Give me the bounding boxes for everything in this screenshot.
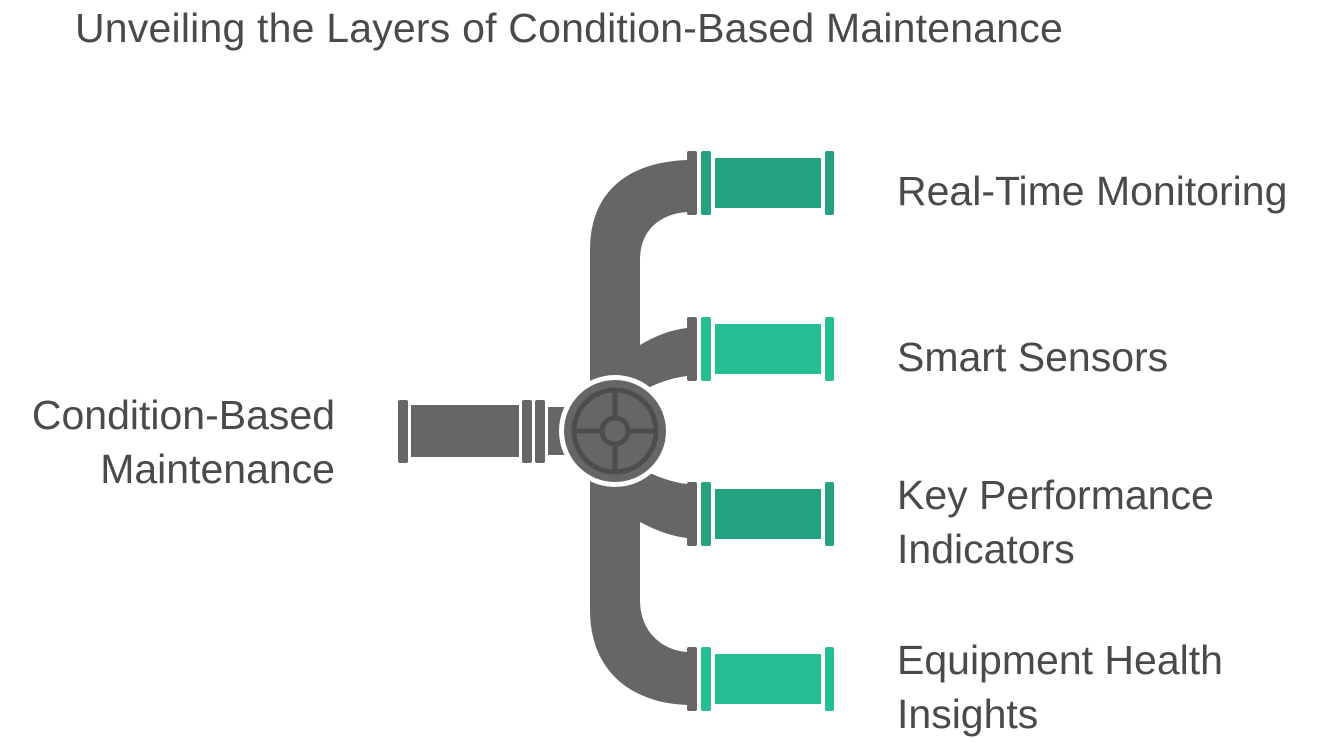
branch-label-4: Equipment Health Insights — [897, 633, 1223, 741]
branch-pipe-4 — [687, 647, 834, 711]
branch-pipe-3 — [687, 482, 834, 546]
branch-label-3-line1: Key Performance — [897, 472, 1214, 518]
source-label-line1: Condition-Based — [31, 392, 335, 438]
source-label: Condition-Based Maintenance — [32, 388, 335, 496]
branch-label-1-text: Real-Time Monitoring — [897, 168, 1288, 214]
branch-label-2: Smart Sensors — [897, 330, 1168, 384]
branch-label-4-line2: Insights — [897, 691, 1039, 737]
diagram-title: Unveiling the Layers of Condition-Based … — [75, 5, 1063, 51]
source-label-line2: Maintenance — [100, 446, 335, 492]
branch-label-4-line1: Equipment Health — [897, 637, 1223, 683]
valve-wheel-icon — [559, 375, 671, 487]
branch-pipe-1 — [687, 151, 834, 215]
main-pipe — [590, 160, 687, 705]
branch-label-3: Key Performance Indicators — [897, 468, 1214, 576]
branch-label-3-line2: Indicators — [897, 526, 1075, 572]
branch-pipe-2 — [687, 317, 834, 381]
source-pipe — [398, 400, 570, 463]
branch-label-2-text: Smart Sensors — [897, 334, 1169, 380]
branch-label-1: Real-Time Monitoring — [897, 164, 1287, 218]
